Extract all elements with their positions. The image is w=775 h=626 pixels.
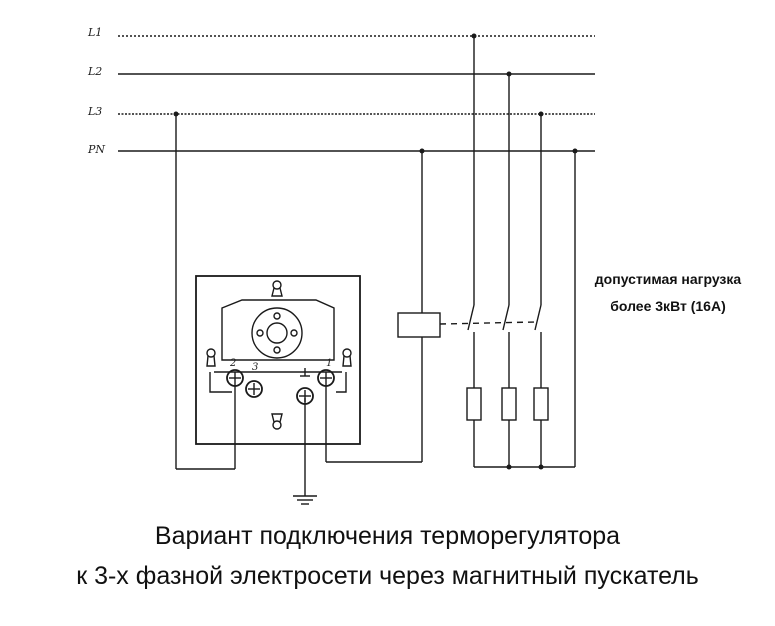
load-resistor-3 (533, 387, 549, 421)
screw-terminal-1 (317, 369, 335, 387)
load-note-line-1: допустимая нагрузка (594, 271, 742, 287)
ground-symbol (293, 398, 317, 505)
label-l2: L2 (87, 65, 102, 78)
screw-terminal-ground (296, 387, 314, 405)
phase-drops (473, 36, 576, 467)
terminal-label-3: 3 (252, 362, 258, 373)
caption-line-2: к 3-х фазной электросети через магнитный… (76, 562, 699, 590)
label-l3: L3 (87, 105, 102, 118)
screw-terminal-2 (226, 369, 244, 387)
terminal-label-1: 1 (326, 358, 332, 369)
terminal-label-2: 2 (229, 358, 236, 369)
load-resistor-2 (501, 387, 517, 421)
label-pn: PN (87, 143, 105, 156)
terminal-screws (226, 369, 335, 405)
coil-wire (325, 384, 422, 463)
load-note-line-2: более 3кВт (16А) (610, 298, 726, 314)
label-l1: L1 (87, 26, 102, 39)
thermostat-body (195, 275, 361, 445)
load-resistor-1 (466, 387, 482, 421)
contactor-coil (397, 312, 441, 338)
bus-lines (118, 35, 595, 152)
junction-dots (173, 33, 578, 470)
screw-terminal-3 (245, 380, 263, 398)
caption-line-1: Вариант подключения терморегулятора (154, 522, 621, 550)
contactor-switches (439, 304, 542, 388)
ground-mark-icon (300, 368, 310, 377)
l3-wire (175, 114, 236, 470)
load-resistors (466, 387, 575, 468)
